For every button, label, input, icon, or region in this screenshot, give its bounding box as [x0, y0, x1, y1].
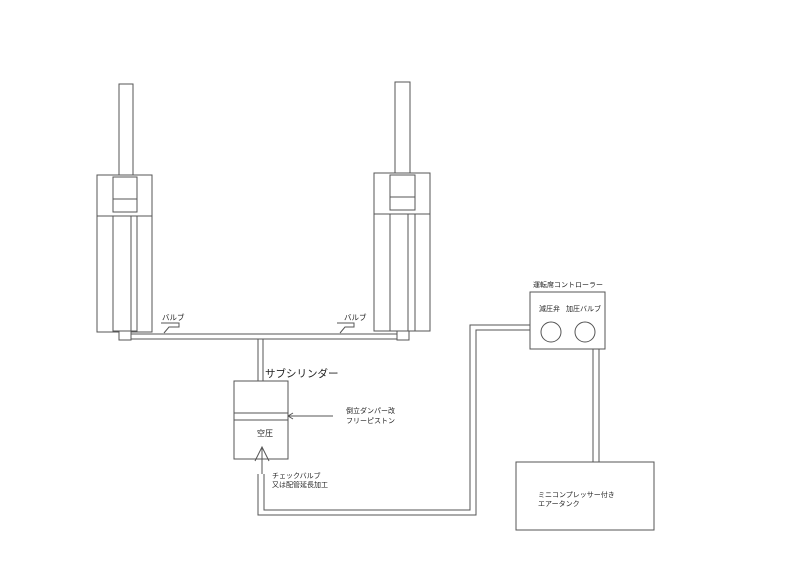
valve-right-label: バルブ	[344, 312, 367, 322]
pressure-valve-label: 加圧バルブ	[566, 304, 601, 313]
check-valve-label-2: 又は配管延長加工	[272, 480, 328, 489]
compressor-label-2: エアータンク	[538, 499, 580, 508]
driver-seat-controller	[529, 291, 606, 350]
air-pressure-label: 空圧	[257, 428, 273, 438]
left-valve-symbol	[161, 322, 180, 334]
check-valve-arrow	[254, 445, 270, 474]
compressor-label-1: ミニコンプレッサー付き	[538, 490, 615, 499]
free-piston-label-2: フリーピストン	[346, 417, 395, 425]
reduce-valve-label: 減圧弁	[539, 304, 560, 313]
strut-connection-pipe	[131, 333, 397, 381]
sub-cylinder-label: サブシリンダー	[265, 367, 339, 380]
pressure-valve-knob	[574, 321, 596, 343]
compressor-air-tank	[515, 461, 655, 531]
air-pipe-to-controller	[257, 324, 530, 516]
reduce-valve-knob	[540, 321, 562, 343]
left-strut	[96, 83, 153, 341]
valve-left-label: バルブ	[162, 312, 185, 322]
air-pipe-to-compressor	[592, 349, 600, 462]
right-valve-symbol	[337, 322, 355, 334]
sub-cylinder	[233, 380, 333, 460]
free-piston-label-1: 倒立ダンパー改	[346, 406, 395, 415]
controller-title-label: 運転席コントローラー	[533, 280, 603, 289]
check-valve-label-1: チェックバルブ	[272, 471, 321, 480]
right-strut	[373, 81, 431, 341]
